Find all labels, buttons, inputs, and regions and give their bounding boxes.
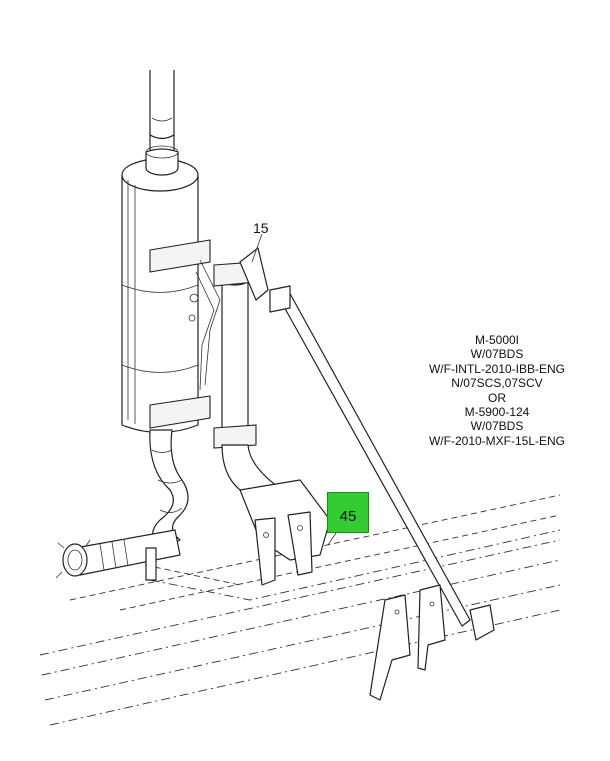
note-line: M-5000I <box>474 333 520 347</box>
leader-45 <box>327 532 337 546</box>
tail-pipe <box>213 247 291 506</box>
callout-45-label: 45 <box>339 508 357 525</box>
note-line: M-5900-124 <box>464 405 530 420</box>
note-line: N/07SCS,07SCV <box>451 376 543 391</box>
inlet-pipe <box>55 529 181 581</box>
support-brace <box>269 285 495 641</box>
note-line: W/F-2010-MXF-15L-ENG <box>428 433 566 448</box>
muffler-canister <box>121 145 221 434</box>
note-line: W/F-INTL-2010-IBB-ENG <box>428 361 566 376</box>
stack-pipe <box>149 70 175 159</box>
note-line: OR <box>488 390 506 405</box>
leader-15 <box>251 233 263 263</box>
note-line: W/07BDS <box>470 347 524 362</box>
mounting-bracket <box>239 479 331 586</box>
callout-15-label[interactable]: 15 <box>253 220 269 236</box>
frame-side-bracket <box>369 584 446 701</box>
applicability-note: M-5000I W/07BDS W/F-INTL-2010-IBB-ENG N/… <box>412 333 582 448</box>
callout-45-highlight[interactable]: 45 <box>327 492 369 533</box>
note-line: W/07BDS <box>470 419 524 434</box>
